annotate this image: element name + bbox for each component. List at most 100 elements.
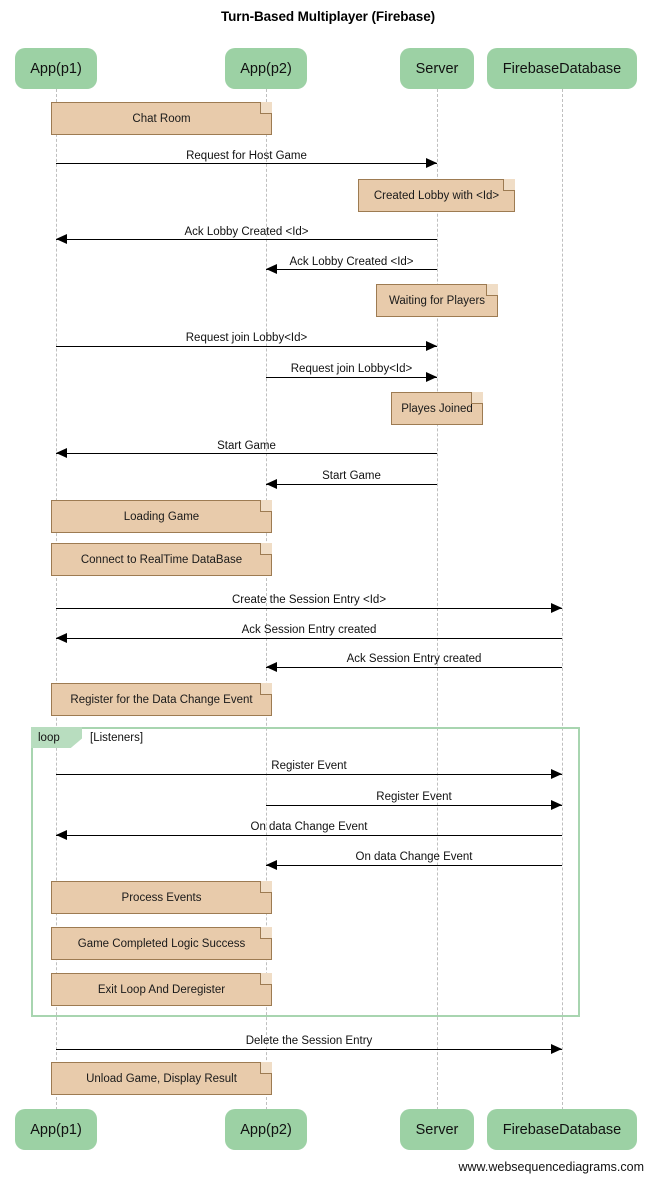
arrowhead-left-icon [56, 234, 67, 244]
message-label: On data Change Event [355, 851, 473, 863]
note-process-events: Process Events [51, 881, 272, 914]
lifeline-server [437, 89, 438, 1110]
arrowhead-left-icon [266, 264, 277, 274]
note-text: Waiting for Players [388, 294, 486, 307]
arrowhead-right-icon [426, 158, 437, 168]
participant-db-top[interactable]: FirebaseDatabase [487, 48, 637, 89]
message-line [266, 667, 562, 668]
note-fold-corner [260, 543, 272, 555]
message-label: Start Game [322, 470, 381, 482]
participant-label: App(p2) [240, 1121, 292, 1138]
message-label: On data Change Event [250, 821, 368, 833]
arrowhead-left-icon [266, 860, 277, 870]
participant-label: App(p2) [240, 60, 292, 77]
message-line [56, 774, 562, 775]
message-label: Ack Session Entry created [241, 624, 377, 636]
note-fold-corner [260, 973, 272, 985]
note-fold-corner [503, 179, 515, 191]
participant-server-top[interactable]: Server [400, 48, 474, 89]
message-line [56, 835, 562, 836]
note-text: Created Lobby with <Id> [373, 189, 500, 202]
message-line [56, 1049, 562, 1050]
note-waiting-for-players: Waiting for Players [376, 284, 498, 317]
message-label: Request for Host Game [186, 150, 307, 162]
fragment-loop-tab: loop [31, 727, 82, 748]
note-text: Process Events [121, 891, 202, 904]
note-playes-joined: Playes Joined [391, 392, 483, 425]
participant-p2-top[interactable]: App(p2) [225, 48, 307, 89]
message-line [56, 608, 562, 609]
note-text: Connect to RealTime DataBase [80, 553, 243, 566]
arrowhead-right-icon [426, 341, 437, 351]
lifeline-db [562, 89, 563, 1110]
message-label: Create the Session Entry <Id> [231, 594, 387, 606]
participant-label: Server [415, 60, 459, 77]
note-text: Unload Game, Display Result [86, 1072, 237, 1085]
message-line [56, 453, 437, 454]
arrowhead-left-icon [266, 479, 277, 489]
lifeline-p1 [56, 89, 57, 1110]
note-loading-game: Loading Game [51, 500, 272, 533]
arrowhead-left-icon [266, 662, 277, 672]
note-fold-corner [260, 500, 272, 512]
lifeline-p2 [266, 89, 267, 1110]
note-chat-room: Chat Room [51, 102, 272, 135]
note-text: Playes Joined [401, 402, 473, 415]
arrowhead-right-icon [551, 769, 562, 779]
note-text: Chat Room [132, 112, 191, 125]
fragment-loop-label: loop [38, 731, 60, 744]
participant-label: Server [415, 1121, 459, 1138]
message-line [56, 239, 437, 240]
message-label: Register Event [376, 791, 452, 803]
arrowhead-right-icon [551, 603, 562, 613]
message-label: Request join Lobby<Id> [290, 363, 413, 375]
participant-p2-bottom[interactable]: App(p2) [225, 1109, 307, 1150]
message-label: Start Game [217, 440, 276, 452]
message-line [266, 484, 437, 485]
note-connect-realtime-database: Connect to RealTime DataBase [51, 543, 272, 576]
message-line [56, 163, 437, 164]
message-line [266, 805, 562, 806]
note-game-completed: Game Completed Logic Success [51, 927, 272, 960]
message-label: Delete the Session Entry [245, 1035, 373, 1047]
note-unload-game: Unload Game, Display Result [51, 1062, 272, 1095]
note-text: Exit Loop And Deregister [97, 983, 226, 996]
participant-db-bottom[interactable]: FirebaseDatabase [487, 1109, 637, 1150]
note-fold-corner [260, 102, 272, 114]
fragment-loop-condition: [Listeners] [90, 732, 144, 744]
arrowhead-left-icon [56, 633, 67, 643]
participant-p1-bottom[interactable]: App(p1) [15, 1109, 97, 1150]
note-text: Register for the Data Change Event [70, 693, 253, 706]
page-title: Turn-Based Multiplayer (Firebase) [221, 9, 435, 24]
arrowhead-right-icon [551, 800, 562, 810]
message-line [266, 269, 437, 270]
note-fold-corner [471, 392, 483, 404]
footer-watermark: www.websequencediagrams.com [458, 1160, 644, 1174]
message-line [56, 638, 562, 639]
message-label: Request join Lobby<Id> [185, 332, 308, 344]
message-label: Ack Lobby Created <Id> [289, 256, 414, 268]
arrowhead-left-icon [56, 830, 67, 840]
note-register-data-change-event: Register for the Data Change Event [51, 683, 272, 716]
message-label: Ack Session Entry created [346, 653, 482, 665]
note-fold-corner [260, 881, 272, 893]
note-text: Game Completed Logic Success [77, 937, 246, 950]
message-label: Register Event [271, 760, 347, 772]
participant-p1-top[interactable]: App(p1) [15, 48, 97, 89]
note-exit-loop-deregister: Exit Loop And Deregister [51, 973, 272, 1006]
participant-server-bottom[interactable]: Server [400, 1109, 474, 1150]
note-fold-corner [260, 683, 272, 695]
note-fold-corner [260, 927, 272, 939]
message-line [266, 377, 437, 378]
participant-label: FirebaseDatabase [502, 60, 622, 77]
message-line [56, 346, 437, 347]
participant-label: App(p1) [30, 1121, 82, 1138]
arrowhead-left-icon [56, 448, 67, 458]
message-line [266, 865, 562, 866]
note-fold-corner [486, 284, 498, 296]
note-text: Loading Game [123, 510, 200, 523]
participant-label: FirebaseDatabase [502, 1121, 622, 1138]
message-label: Ack Lobby Created <Id> [184, 226, 309, 238]
note-created-lobby: Created Lobby with <Id> [358, 179, 515, 212]
